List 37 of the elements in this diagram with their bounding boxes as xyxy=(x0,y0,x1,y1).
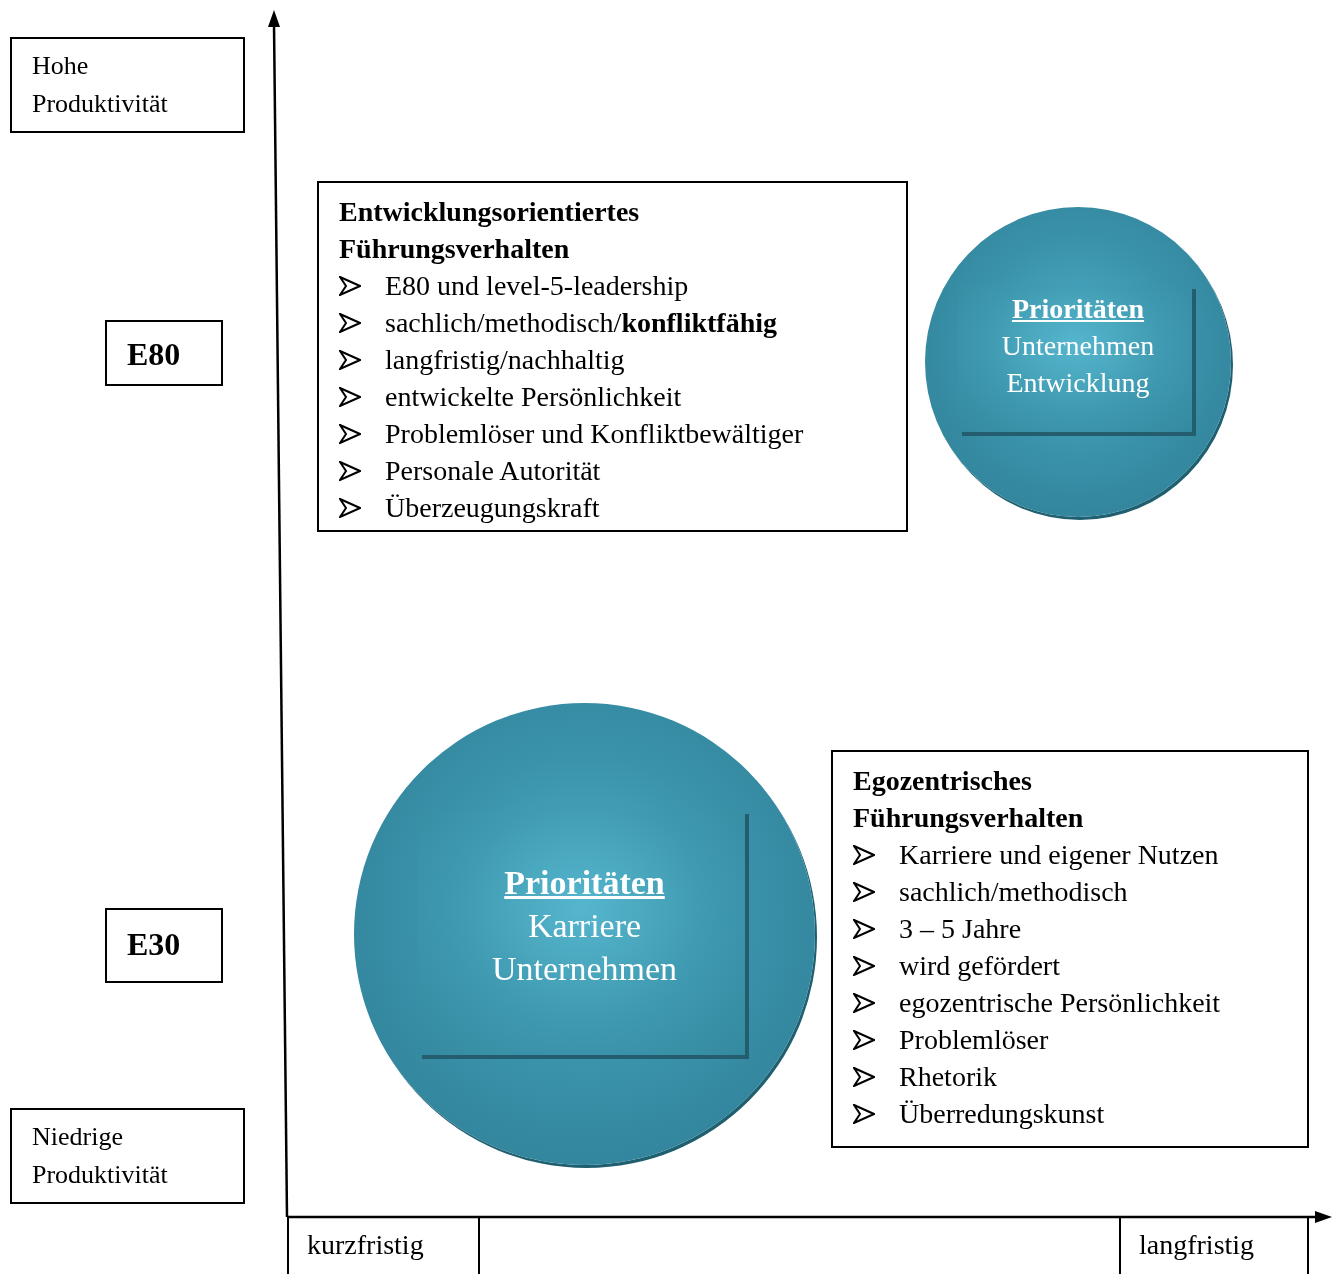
box-heading: Egozentrisches Führungsverhalten xyxy=(853,764,1085,835)
box-label: Niedrige Produktivität xyxy=(32,1121,169,1191)
axis-cell xyxy=(1119,1217,1309,1274)
box-heading: Entwicklungsorientiertes Führungsverhalten xyxy=(339,195,641,266)
axis-label: kurzfristig xyxy=(307,1229,424,1260)
label-box xyxy=(10,37,245,133)
text-box xyxy=(317,181,908,532)
label-box xyxy=(105,320,223,386)
list-item-text: langfristig/nachhaltig xyxy=(385,342,625,377)
list-item-text: entwickelte Persönlichkeit xyxy=(385,379,682,414)
list-item-text: wird gefördert xyxy=(899,948,1060,983)
list-item-text: Rhetorik xyxy=(899,1059,997,1094)
list-item-text: E80 und level-5-leadership xyxy=(385,268,689,303)
list-item-text: Überzeugungskraft xyxy=(385,490,600,525)
circle-text: Unternehmen xyxy=(490,949,678,989)
list-item-text: Problemlöser und Konfliktbewältiger xyxy=(385,416,804,451)
label-box xyxy=(10,1108,245,1204)
circle-text: Entwicklung xyxy=(1005,366,1151,400)
list-item-text: Personale Autorität xyxy=(385,453,601,488)
axis-cell xyxy=(287,1217,480,1274)
box-label: E30 xyxy=(127,925,182,964)
box-label: Hohe Produktivität xyxy=(32,50,169,120)
list-item-text: sachlich/methodisch xyxy=(899,874,1128,909)
box-label: E80 xyxy=(127,335,182,374)
list-item-text: egozentrische Persönlichkeit xyxy=(899,985,1221,1020)
list-item-text: 3 – 5 Jahre xyxy=(899,911,1022,946)
circle-text: Unternehmen xyxy=(1000,329,1156,363)
axis-label: langfristig xyxy=(1139,1229,1255,1260)
list-item-text: Karriere und eigener Nutzen xyxy=(899,837,1219,872)
list-item-text: sachlich/methodisch/konfliktfähig xyxy=(385,305,777,340)
label-box xyxy=(105,908,223,983)
circle-heading: Prioritäten xyxy=(503,863,666,903)
list-item-text: Problemlöser xyxy=(899,1022,1049,1057)
circle-heading: Prioritäten xyxy=(1010,292,1146,326)
circle-text: Karriere xyxy=(526,906,643,946)
list-item-text: Überredungskunst xyxy=(899,1096,1105,1131)
text-box xyxy=(831,750,1309,1148)
